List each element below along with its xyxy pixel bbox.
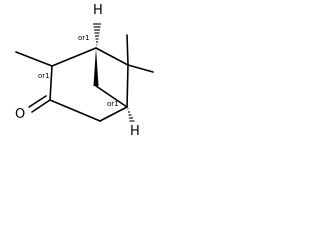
atom-label-h-bottom: H [130, 124, 140, 138]
bond-c1-h-hashed [93, 23, 101, 46]
bonds [15, 34, 154, 122]
hash-bonds [93, 23, 135, 122]
atom-label-oxygen: O [15, 107, 25, 122]
bond-c1-c7-wedge [93, 48, 99, 86]
bond-c4-c5 [99, 106, 128, 122]
stereo-labels: or1 or1 or1 [38, 34, 119, 108]
bond-c2-c1 [51, 47, 97, 67]
bond-c2-methyl [15, 51, 53, 67]
atom-label-h-top: H [93, 3, 103, 18]
bond-c3-o-inner [28, 95, 47, 108]
atom-labels: H H O [15, 3, 140, 138]
bond-c6-methyl-b [127, 64, 154, 73]
bond-c5-h-hashed [127, 108, 135, 122]
bond-c3-o-outer [31, 99, 51, 113]
bond-c6-c5 [126, 64, 129, 108]
bond-c6-methyl-a [126, 34, 129, 66]
molecule-structure: H H O or1 or1 or1 [15, 3, 154, 138]
stereo-label-c1: or1 [78, 34, 90, 42]
stereo-label-c2: or1 [38, 72, 50, 80]
bridge [93, 48, 128, 108]
bond-c3-c4 [49, 99, 101, 122]
stereo-label-c5: or1 [107, 100, 119, 108]
bond-c1-c6 [95, 47, 129, 66]
bond-c2-c3 [49, 65, 53, 101]
bond-c7-c5 [95, 85, 128, 108]
